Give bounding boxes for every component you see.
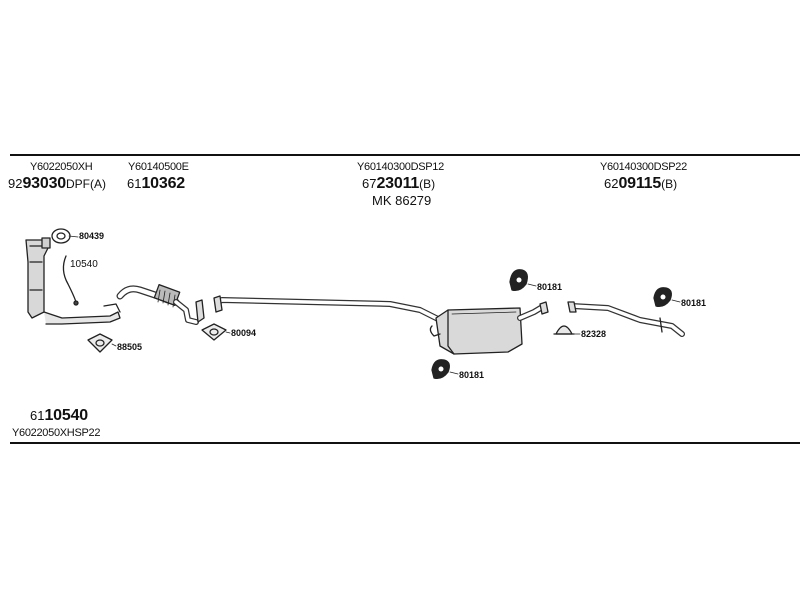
callout-80181-b: 80181: [681, 298, 707, 308]
flange-gasket-2: [201, 323, 227, 341]
part-prefix-3: 67: [362, 176, 377, 191]
footer-main: 10540: [44, 407, 88, 424]
callout-80439: 80439: [79, 231, 105, 241]
rubber-mount-1: [509, 269, 528, 292]
footer-prefix: 61: [30, 408, 45, 423]
flange-gasket: [87, 333, 113, 353]
part-number-4: 6209115(B): [604, 175, 677, 193]
part-suffix-1: DPF(A): [65, 177, 106, 191]
top-rule: [10, 154, 800, 156]
part-code-3: Y60140300DSP12: [357, 161, 444, 173]
callout-80094: 80094: [231, 328, 257, 338]
part-number-3: 6723011(B): [362, 175, 435, 193]
footer-part-number: 6110540: [30, 407, 88, 425]
callout-80181-c: 80181: [459, 370, 485, 380]
callout-80181-a: 80181: [537, 282, 563, 292]
part-number-1: 9293030DPF(A): [8, 175, 106, 193]
part-code-4: Y60140300DSP22: [600, 161, 687, 173]
sensor-wire: [62, 255, 77, 303]
intermediate-pipe: [213, 295, 443, 323]
part-main-1: 93030: [22, 175, 66, 192]
part-extra-3: MK 86279: [372, 193, 432, 208]
part-main-3: 23011: [376, 175, 420, 192]
part-suffix-4: (B): [661, 177, 678, 191]
front-pipe: [116, 284, 199, 325]
callout-10540: 10540: [70, 259, 98, 270]
ring-gasket: [51, 228, 71, 244]
tail-pipe: [567, 301, 685, 337]
rubber-mount-2: [653, 287, 672, 308]
rear-muffler: [429, 301, 549, 355]
part-main-4: 09115: [618, 175, 662, 192]
dpf-converter: [25, 237, 121, 325]
bottom-rule: [10, 442, 800, 444]
part-prefix-1: 92: [8, 176, 23, 191]
callout-88505: 88505: [117, 342, 143, 352]
part-prefix-4: 62: [604, 176, 619, 191]
part-suffix-3: (B): [419, 177, 436, 191]
footer-part-code: Y6022050XHSP22: [12, 427, 101, 439]
rubber-mount-3: [431, 359, 450, 380]
part-code-2: Y60140500E: [128, 161, 189, 173]
part-main-2: 10362: [141, 175, 185, 192]
part-code-1: Y6022050XH: [30, 161, 93, 173]
clamp: [555, 325, 573, 335]
callout-82328: 82328: [581, 329, 607, 339]
part-number-2: 6110362: [127, 175, 185, 193]
part-prefix-2: 61: [127, 176, 142, 191]
